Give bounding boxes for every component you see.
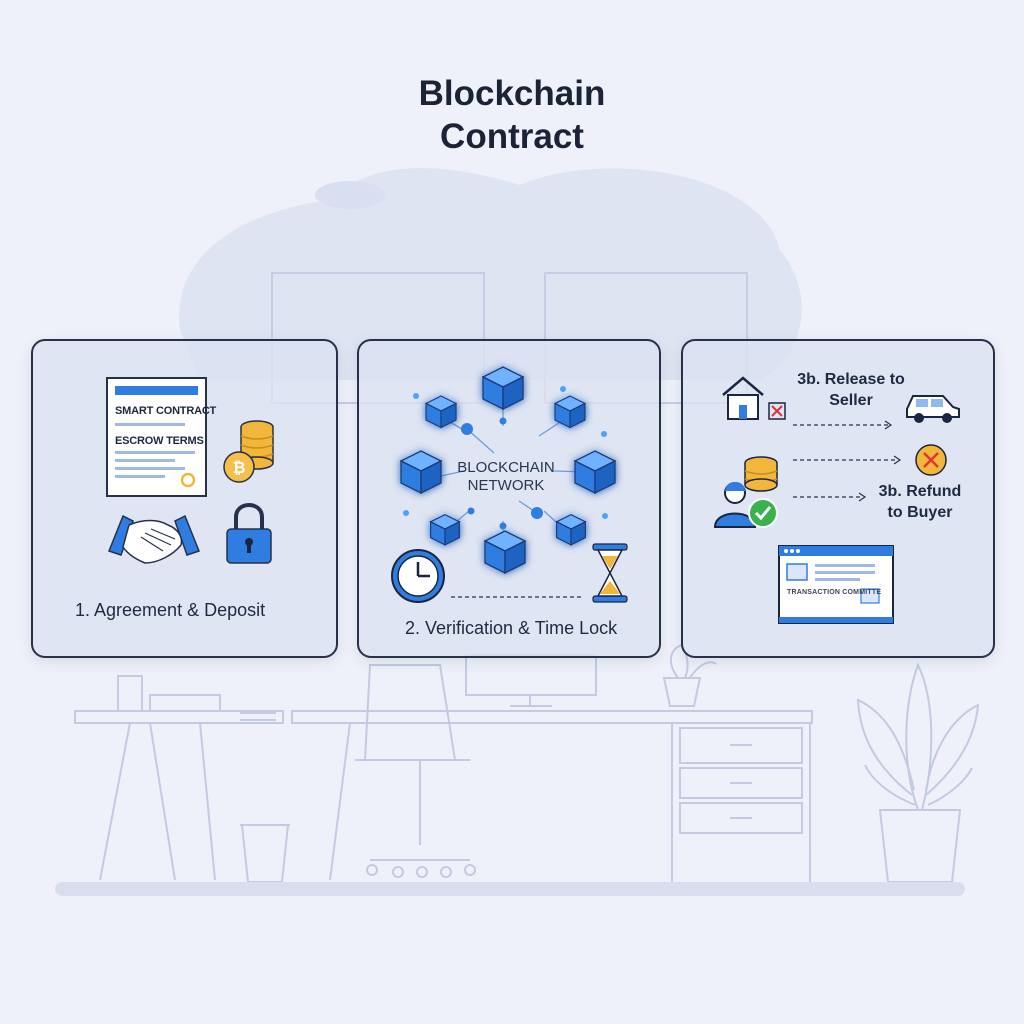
cube-icon <box>555 513 587 546</box>
network-illustration <box>391 366 628 603</box>
car-icon <box>906 395 960 423</box>
clock-icon <box>391 549 445 603</box>
flow-arrows <box>793 420 902 502</box>
refund-label-line-2: to Buyer <box>887 504 953 521</box>
buyer-avatar-icon <box>713 482 757 528</box>
receipt-window-icon <box>778 545 894 624</box>
contract-document-icon <box>106 377 207 497</box>
cube-icon <box>553 395 587 429</box>
receipt-text: TRANSACTION COMMITTE <box>787 589 882 596</box>
outcomes-illustration <box>713 376 960 624</box>
network-label-line-1: BLOCKCHAIN <box>457 459 555 476</box>
network-label: BLOCKCHAIN NETWORK <box>451 459 561 495</box>
cube-icon <box>573 450 617 495</box>
coins-stack-icon <box>744 456 778 492</box>
hourglass-icon <box>592 543 628 603</box>
verification-timelock-panel: BLOCKCHAIN NETWORK 2. Verification & Tim… <box>357 339 661 658</box>
padlock-icon <box>226 503 272 564</box>
handshake-icon <box>108 514 200 564</box>
release-label-line-1: 3b. Release to <box>797 371 905 388</box>
page-title-line-1: Blockchain <box>418 74 606 113</box>
cube-icon <box>424 395 458 429</box>
svg-text:₿: ₿ <box>232 458 245 477</box>
outcomes-panel: 3b. Release to Seller 3b. Refund to Buye… <box>681 339 995 658</box>
panel-caption-agreement: 1. Agreement & Deposit <box>75 600 266 620</box>
refund-label-line-1: 3b. Refund <box>878 483 962 500</box>
cube-icon <box>429 513 461 546</box>
contract-doc-subtitle: ESCROW TERMS <box>115 435 204 447</box>
agreement-illustration: ₿ <box>106 377 274 564</box>
page-title-line-2: Contract <box>440 117 584 156</box>
release-to-seller-label: 3b. Release to Seller <box>791 369 911 411</box>
panel-caption-verification: 2. Verification & Time Lock <box>405 618 618 638</box>
check-circle-icon <box>748 498 778 528</box>
page-title: Blockchain Contract <box>0 72 1024 158</box>
cube-icon <box>399 450 443 495</box>
house-icon <box>722 376 764 420</box>
blockchain-cubes <box>399 366 617 575</box>
agreement-deposit-panel: ₿ SMART CONTRACT ESCROW TERMS 1. Agreeme… <box>31 339 338 658</box>
reject-circle-icon <box>915 444 947 476</box>
release-label-line-2: Seller <box>829 392 873 409</box>
reject-box-icon <box>768 402 786 420</box>
cube-icon <box>481 366 525 411</box>
network-label-line-2: NETWORK <box>467 477 545 494</box>
refund-to-buyer-label: 3b. Refund to Buyer <box>865 481 975 523</box>
cube-icon <box>483 530 527 575</box>
contract-doc-title: SMART CONTRACT <box>115 405 217 417</box>
network-nodes <box>403 386 608 530</box>
bitcoin-coins-icon: ₿ <box>223 420 274 483</box>
